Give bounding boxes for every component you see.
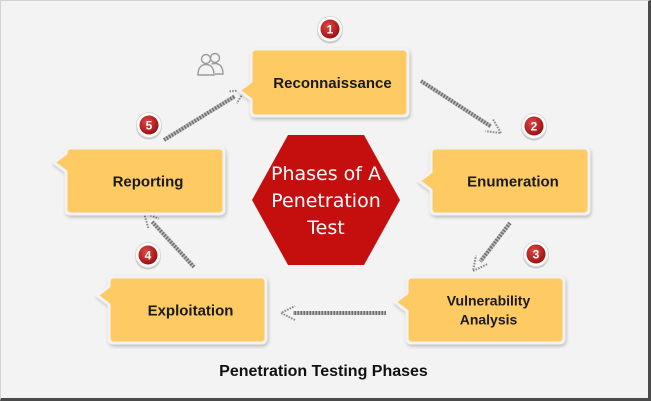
phase-5-box bbox=[51, 146, 226, 216]
center-hexagon bbox=[252, 135, 400, 265]
phase-4-callout: Exploitation 4 bbox=[94, 242, 268, 345]
phase-1-number: 1 bbox=[327, 23, 334, 37]
phase-5-callout: Reporting 5 bbox=[51, 112, 226, 216]
phase-1-label: Reconnaissance bbox=[273, 75, 391, 92]
icon-layer bbox=[197, 52, 224, 76]
phase-3-badge: 3 bbox=[523, 241, 549, 269]
phase-2-badge: 2 bbox=[521, 113, 547, 141]
arrow-2 bbox=[471, 221, 512, 273]
arrows-layer bbox=[142, 79, 512, 321]
users-icon bbox=[197, 52, 224, 76]
phase-3-label: Analysis bbox=[460, 312, 518, 328]
center-title-line: Phases of A bbox=[271, 163, 381, 185]
phase-1-callout: Reconnaissance 1 bbox=[236, 16, 410, 118]
arrow-3 bbox=[278, 305, 386, 321]
center-title-line: Penetration bbox=[271, 190, 381, 212]
diagram-caption: Penetration Testing Phases bbox=[219, 363, 428, 380]
arrow-5 bbox=[162, 88, 247, 142]
phase-3-number: 3 bbox=[533, 248, 540, 262]
arrow-1 bbox=[419, 79, 503, 135]
phase-2-label: Enumeration bbox=[467, 173, 559, 190]
phase-4-badge: 4 bbox=[135, 242, 161, 270]
phase-4-label: Exploitation bbox=[148, 302, 234, 319]
phase-5-label: Reporting bbox=[113, 173, 184, 190]
phase-3-box bbox=[392, 275, 566, 345]
center-title-line: Test bbox=[306, 217, 344, 239]
phase-5-number: 5 bbox=[146, 119, 153, 133]
phase-5-badge: 5 bbox=[136, 112, 162, 140]
phase-2-number: 2 bbox=[531, 120, 538, 134]
phase-1-box bbox=[236, 47, 410, 118]
phase-2-callout: Enumeration 2 bbox=[416, 113, 591, 216]
arrow-4 bbox=[142, 211, 196, 269]
phase-4-number: 4 bbox=[145, 249, 152, 263]
phase-1-badge: 1 bbox=[317, 16, 343, 44]
phase-4-box bbox=[94, 275, 268, 345]
phase-3-label: Vulnerability bbox=[447, 293, 531, 309]
phase-2-box bbox=[416, 146, 591, 216]
